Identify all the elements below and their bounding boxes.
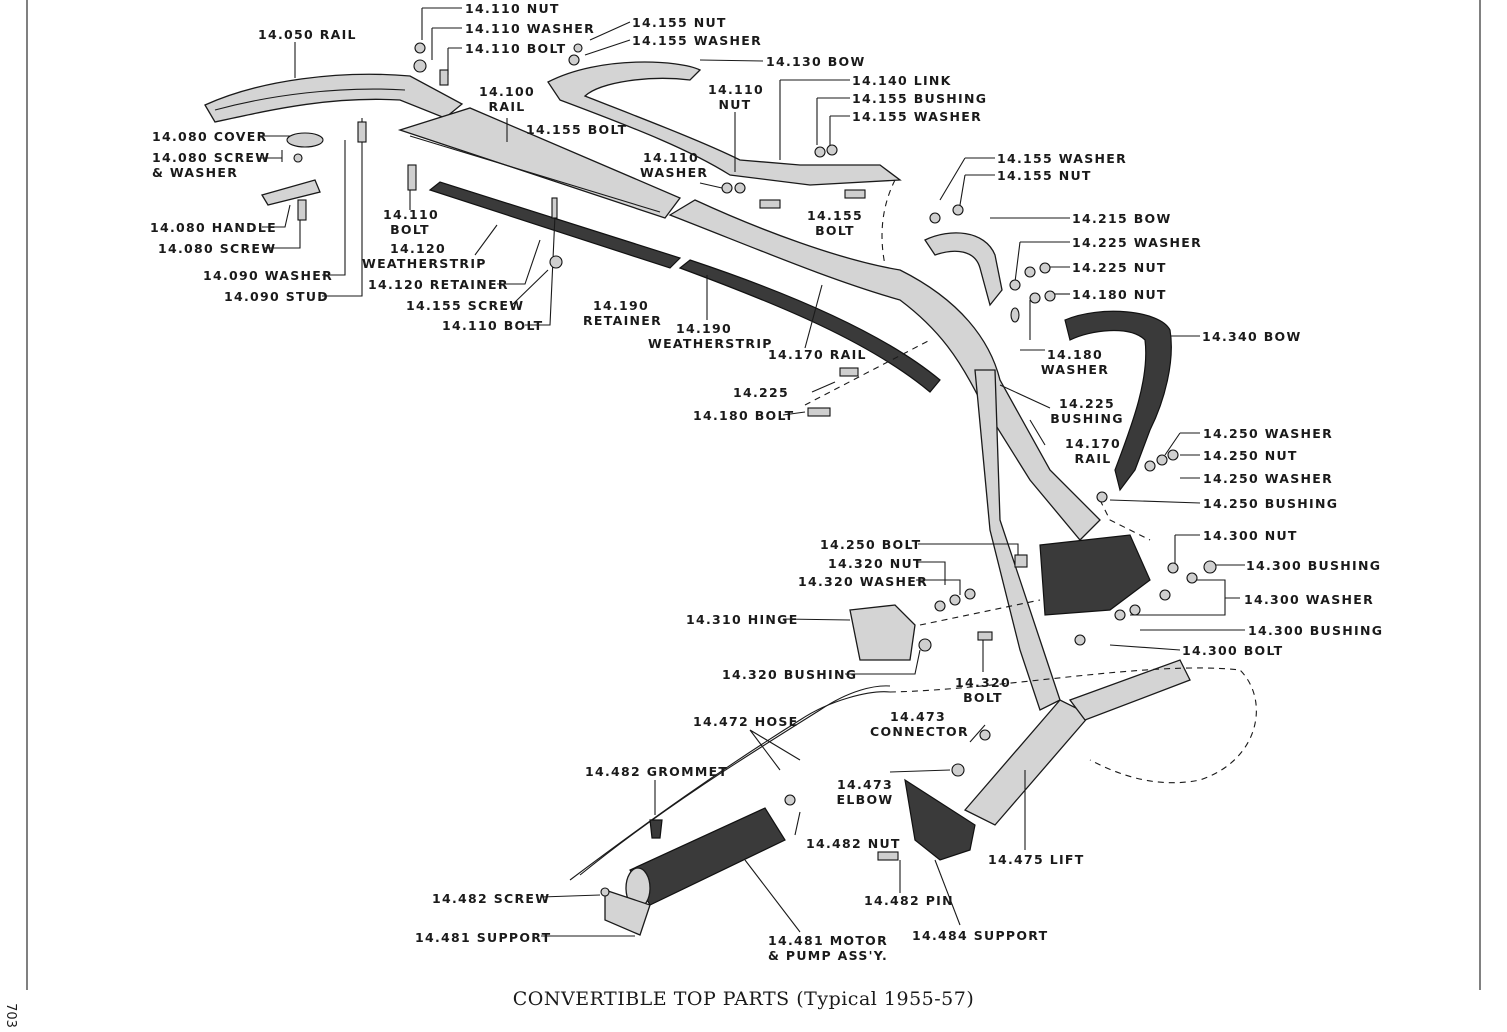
label-14155-washer-2: 14.155 WASHER	[852, 109, 983, 124]
page-number: 703	[2, 1003, 18, 1028]
support-14484	[904, 778, 976, 861]
label-14080-cover: 14.080 COVER	[152, 129, 268, 144]
lift-14475	[963, 699, 1092, 826]
label-14300-bushing-2: 14.300 BUSHING	[1248, 623, 1384, 638]
bow-14340	[1064, 310, 1172, 492]
label-14155-washer-3: 14.155 WASHER	[997, 151, 1128, 166]
label-14155-screw: 14.155 SCREW	[406, 298, 525, 313]
label-14481-support: 14.481 SUPPORT	[415, 930, 552, 945]
label-14300-bolt: 14.300 BOLT	[1182, 643, 1284, 658]
diagram-caption: CONVERTIBLE TOP PARTS (Typical 1955-57)	[0, 988, 1487, 1010]
label-14310-hinge: 14.310 HINGE	[686, 612, 799, 627]
label-14300-washer: 14.300 WASHER	[1244, 592, 1375, 607]
label-14300-bushing-1: 14.300 BUSHING	[1246, 558, 1382, 573]
label-14110-washer: 14.110 WASHER	[465, 21, 596, 36]
label-14155-bolt: 14.155 BOLT	[526, 122, 628, 137]
label-14475-lift: 14.475 LIFT	[988, 852, 1085, 867]
label-14155-nut: 14.155 NUT	[632, 15, 727, 30]
label-14130-bow: 14.130 BOW	[766, 54, 866, 69]
label-14482-screw: 14.482 SCREW	[432, 891, 551, 906]
weatherstrip-14190	[678, 259, 941, 393]
label-14215-bow: 14.215 BOW	[1072, 211, 1172, 226]
label-14155-washer: 14.155 WASHER	[632, 33, 763, 48]
label-14250-nut: 14.250 NUT	[1203, 448, 1298, 463]
label-14090-washer: 14.090 WASHER	[203, 268, 334, 283]
label-14482-pin: 14.482 PIN	[864, 893, 954, 908]
label-14180-bolt: 14.180 BOLT	[693, 408, 795, 423]
label-14180-nut: 14.180 NUT	[1072, 287, 1167, 302]
label-14090-stud: 14.090 STUD	[224, 289, 329, 304]
label-14110-bolt-b: 14.110 BOLT	[442, 318, 544, 333]
leader-lines	[258, 7, 1245, 937]
label-14300-nut: 14.300 NUT	[1203, 528, 1298, 543]
support-14481	[604, 889, 651, 936]
rail-14050	[204, 73, 464, 123]
label-14120-retainer: 14.120 RETAINER	[368, 277, 509, 292]
label-14110-nut: 14.110 NUT	[465, 1, 560, 16]
label-14155-nut-2: 14.155 NUT	[997, 168, 1092, 183]
caption-main: CONVERTIBLE TOP PARTS	[512, 988, 790, 1010]
label-14250-bushing: 14.250 BUSHING	[1203, 496, 1339, 511]
label-14110-bolt: 14.110 BOLT	[465, 41, 567, 56]
rail-14170	[668, 199, 1101, 541]
label-14250-washer-2: 14.250 WASHER	[1203, 471, 1334, 486]
label-14080-screw-b: 14.080 SCREW	[158, 241, 277, 256]
rail-14100	[397, 107, 682, 219]
label-14320-bushing: 14.320 BUSHING	[722, 667, 858, 682]
label-14250-washer-1: 14.250 WASHER	[1203, 426, 1334, 441]
hinge-14310	[849, 604, 916, 661]
label-14170-rail: 14.170 RAIL	[768, 347, 867, 362]
caption-years: (Typical 1955-57)	[796, 988, 975, 1010]
label-14481-motor-pump: 14.481 MOTOR& PUMP ASS'Y.	[768, 933, 889, 963]
hardware	[261, 42, 1217, 897]
label-14155-bushing: 14.155 BUSHING	[852, 91, 988, 106]
label-14250-bolt: 14.250 BOLT	[820, 537, 922, 552]
bow-14215	[924, 232, 1003, 307]
label-14484-support: 14.484 SUPPORT	[912, 928, 1049, 943]
label-14225-nut: 14.225 NUT	[1072, 260, 1167, 275]
label-14225-washer: 14.225 WASHER	[1072, 235, 1203, 250]
label-14140-link: 14.140 LINK	[852, 73, 952, 88]
label-14320-nut: 14.320 NUT	[828, 556, 923, 571]
label-14080-screw-washer: 14.080 SCREW& WASHER	[152, 150, 271, 180]
label-14482-grommet: 14.482 GROMMET	[585, 764, 729, 779]
label-14080-handle: 14.080 HANDLE	[150, 220, 277, 235]
label-14472-hose: 14.472 HOSE	[693, 714, 799, 729]
label-14482-nut: 14.482 NUT	[806, 836, 901, 851]
bracket	[1039, 534, 1151, 616]
bow-14130	[547, 61, 902, 186]
label-14050-rail: 14.050 RAIL	[258, 27, 357, 42]
label-14225: 14.225	[733, 385, 790, 400]
label-14320-washer: 14.320 WASHER	[798, 574, 929, 589]
label-14340-bow: 14.340 BOW	[1202, 329, 1302, 344]
